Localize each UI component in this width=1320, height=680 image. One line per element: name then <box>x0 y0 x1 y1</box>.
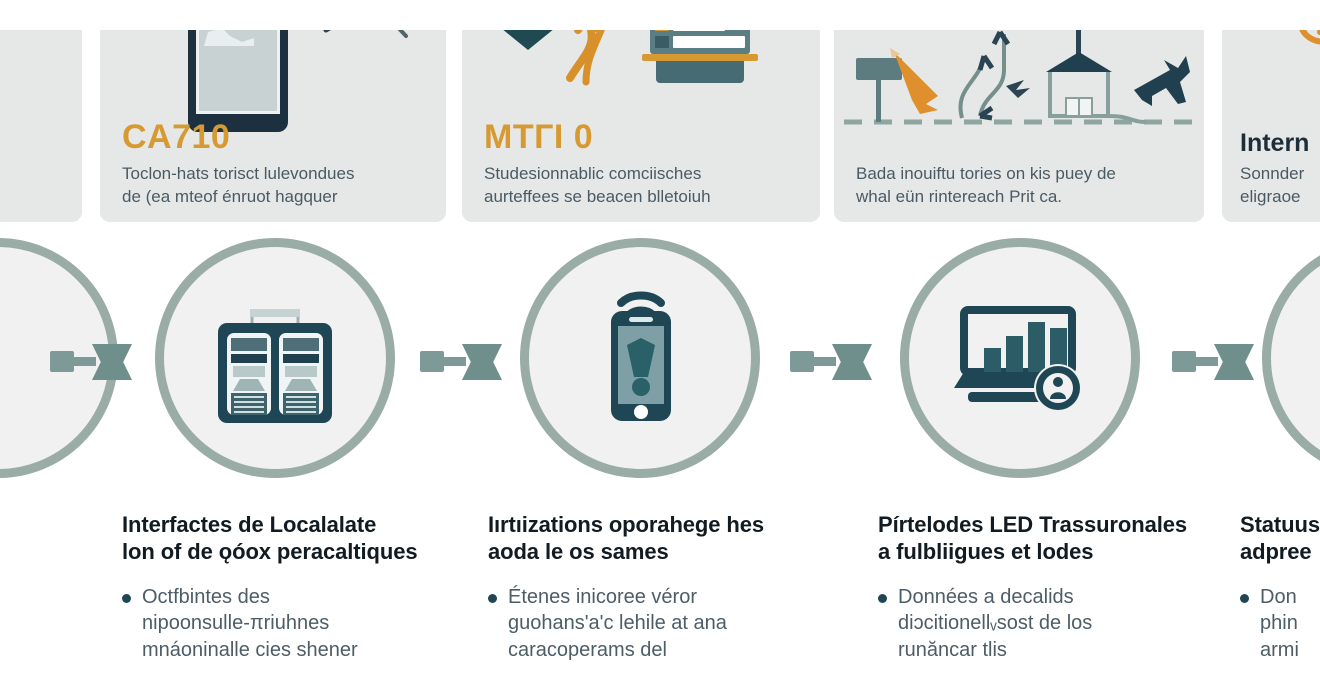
bottom-column-irtizations: Iırtıizations oporahege hes aoda le os s… <box>488 512 818 663</box>
orange-arrow-icon <box>890 48 938 114</box>
bullet-item: Don phin armi <box>1240 584 1320 664</box>
arrow-right-icon-head <box>462 344 502 380</box>
bullet-item: Données a decalids diɔсitionellᵥsost de … <box>878 584 1214 664</box>
top-card-intern-title: Intern <box>1240 128 1310 157</box>
top-card-journey-text: Bada inouiftu tories on kis puey de whal… <box>856 163 1116 206</box>
arrow-right-icon-shaft <box>1194 357 1218 366</box>
flow-connector-2 <box>420 342 506 380</box>
flow-step-servers[interactable] <box>155 238 395 478</box>
top-card-ca710-icons <box>100 30 446 135</box>
signpost-icon <box>856 58 902 122</box>
bottom-column-interfactes-heading: Interfactes de Localalate lon of de ǫóox… <box>122 512 418 564</box>
top-card-journey-icons <box>834 30 1204 135</box>
top-card-ca710-text: Toclon-hats torisct lulevondues de (ea m… <box>122 163 355 206</box>
route-arrows-icon <box>958 30 1011 121</box>
bottom-column-pirtelodes-heading: Pírtelodes LED Trassuronales a fulbliigu… <box>878 512 1187 564</box>
bottom-column-pirtelodes: Pírtelodes LED Trassuronales a fulbliigu… <box>878 512 1214 663</box>
tank-cone-icon <box>496 30 560 50</box>
map-marker-shape-icon <box>204 30 254 46</box>
arrow-right-icon-shaft <box>812 357 836 366</box>
bottom-column-statuus-heading: Statuus adpree <box>1240 512 1320 564</box>
flow-connector-1 <box>50 342 136 380</box>
bullet-text: Don phin armi <box>1260 585 1299 661</box>
flow-connector-4 <box>1172 342 1258 380</box>
bullet-item: Octfbintes des nipoonsulle-πriuhnes mnáo… <box>122 584 452 664</box>
top-card-left-cut[interactable]: - inidities <box>0 30 82 222</box>
flow-step-phone[interactable] <box>520 238 760 478</box>
bird-icon <box>1006 80 1030 98</box>
arrow-right-icon-tail <box>1172 351 1196 372</box>
arrow-scribble-icon <box>323 30 408 38</box>
journey-illustration <box>844 30 1194 125</box>
top-card-ca710-title: CA710 <box>122 117 231 156</box>
server-rack-icon <box>218 309 332 423</box>
process-flow-row <box>0 238 1320 498</box>
bullet-dot-icon <box>878 593 887 603</box>
top-card-mtgio-icons <box>462 30 820 135</box>
top-card-mtgio-text: Studesionnablic comciisches aurteffees s… <box>484 163 711 206</box>
monitor-bar-chart-user-icon <box>954 306 1082 412</box>
flow-step-chart[interactable] <box>900 238 1140 478</box>
bullet-item: Étenes inicoree véror guohans'a'c lehile… <box>488 584 818 664</box>
top-card-ca710[interactable]: CA710 Toclon-hats torisct lulevondues de… <box>100 30 446 222</box>
top-card-strip: - inidities CA710 Toclon-hats torisct lu… <box>0 0 1320 222</box>
bottom-column-interfactes: Interfactes de Localalate lon of de ǫóox… <box>122 512 452 663</box>
flow-step-cut-right[interactable] <box>1262 238 1320 478</box>
arrow-right-icon-head <box>832 344 872 380</box>
top-card-intern-icons <box>1222 30 1320 135</box>
bullet-dot-icon <box>1240 593 1249 603</box>
bar-chart-bars-icon <box>984 322 1067 372</box>
top-card-left-cut-text: - inidities <box>0 162 68 208</box>
arrow-right-icon-tail <box>790 351 814 372</box>
top-card-intern[interactable]: Intern Sonnder eligraoe <box>1222 30 1320 222</box>
orange-crossed-arrows-icon <box>566 30 605 86</box>
flow-connector-3 <box>790 342 876 380</box>
arrow-right-icon-tail <box>420 351 444 372</box>
phone-map-icon <box>188 30 288 132</box>
bottom-column-cut-left-heading: rí <box>0 512 102 539</box>
arrow-right-icon-head <box>1214 344 1254 380</box>
top-card-mtgio-title: MΤГI 0 <box>484 117 594 156</box>
top-card-intern-text: Sonnder eligraoe <box>1240 163 1305 206</box>
bottom-text-columns: rí ay Interfactes de Localalate lon of d… <box>0 512 1320 680</box>
top-card-journey[interactable]: Bada inouiftu tories on kis puey de whal… <box>834 30 1204 222</box>
bottom-column-cut-left: rí ay <box>0 512 102 610</box>
house-icon <box>1046 30 1147 124</box>
arrow-right-icon-shaft <box>72 357 96 366</box>
bottom-column-irtizations-heading: Iırtıizations oporahege hes aoda le os s… <box>488 512 765 564</box>
bullet-text: Octfbintes des nipoonsulle-πriuhnes mnáo… <box>142 585 358 661</box>
bullet-dot-icon <box>488 593 497 603</box>
bullet-dot-icon <box>122 593 131 603</box>
bullet-text: Données a decalids diɔсitionellᵥsost de … <box>898 585 1093 661</box>
arrow-right-icon-tail <box>50 351 74 372</box>
top-card-mtgio[interactable]: MΤГI 0 Studesionnablic comciisches aurte… <box>462 30 820 222</box>
plane-icon <box>1134 56 1190 106</box>
arrow-right-icon-shaft <box>442 357 466 366</box>
bullet-item: ay <box>0 557 102 610</box>
arrow-right-icon-head <box>92 344 132 380</box>
laptop-form-icon <box>642 30 758 83</box>
orange-spiral-icon <box>1299 30 1320 45</box>
phone-alert-wifi-icon <box>610 291 671 421</box>
bottom-column-statuus: Statuus adpree Don phin armi <box>1240 512 1320 663</box>
bullet-text: Étenes inicoree véror guohans'a'c lehile… <box>508 585 727 661</box>
